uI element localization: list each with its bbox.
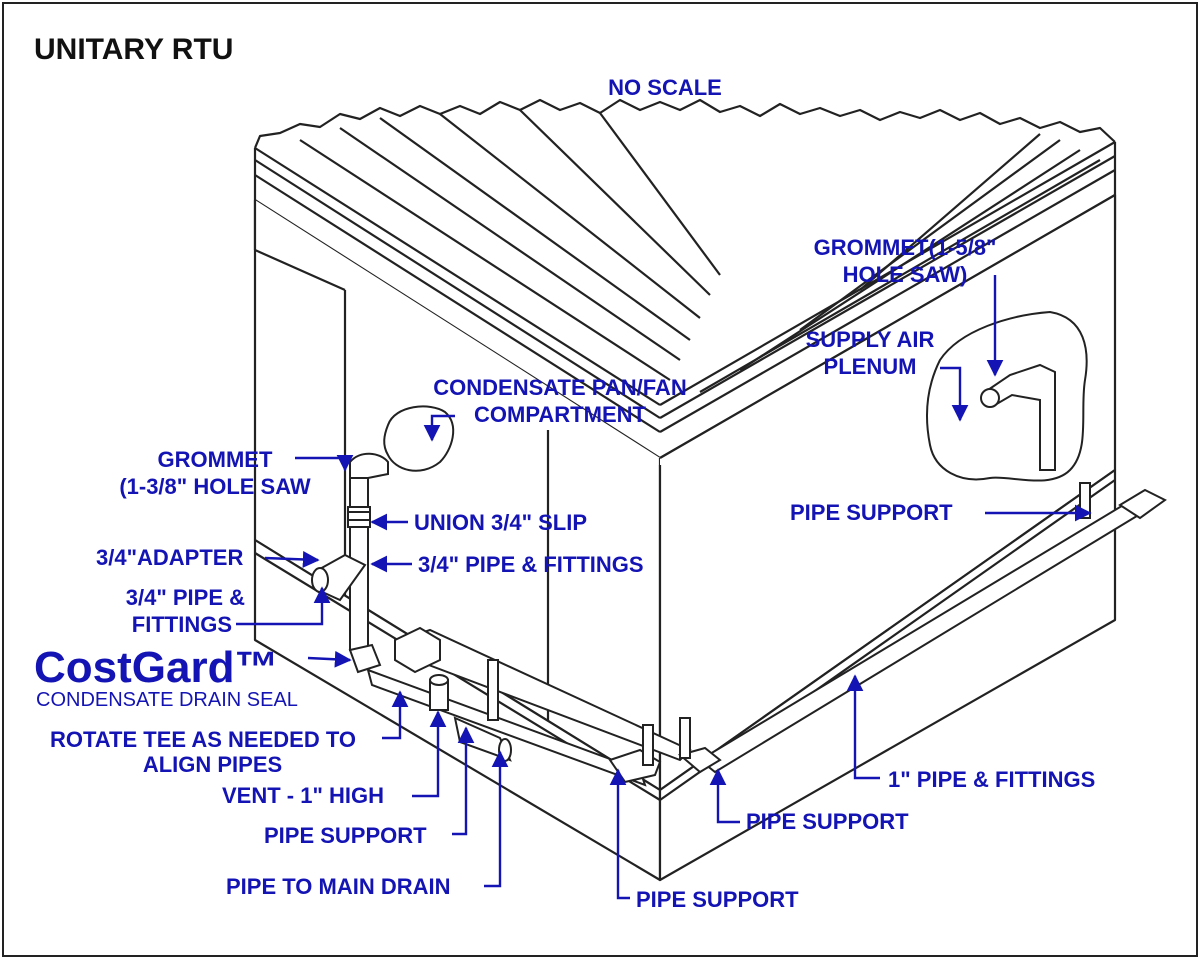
pipe-support-left-label: PIPE SUPPORT <box>264 823 427 848</box>
leaders <box>236 275 1092 900</box>
pipe-support-right-label: PIPE SUPPORT <box>790 500 953 525</box>
grommet-left-label-1: GROMMET <box>157 447 273 472</box>
union-label: UNION 3/4" SLIP <box>414 510 588 535</box>
condensate-pan-label-1: CONDENSATE PAN/FAN <box>433 375 687 400</box>
rotate-tee-label-2: ALIGN PIPES <box>142 752 283 777</box>
left-cutaway <box>383 405 455 472</box>
pipe-fittings-left-label-1: 3/4" PIPE & <box>125 585 245 610</box>
supply-air-label-1: SUPPLY AIR <box>805 327 935 352</box>
pipe-fittings-left-label-2: FITTINGS <box>131 612 232 637</box>
adapter-label: 3/4"ADAPTER <box>96 545 244 570</box>
brand-name: CostGard™ <box>34 643 279 692</box>
vent-label: VENT - 1" HIGH <box>222 783 385 808</box>
condensate-pan-label-2: COMPARTMENT <box>474 402 646 427</box>
grommet-top-label-1: GROMMET(1-5/8" <box>813 235 997 260</box>
pipe-fittings-mid-label: 3/4" PIPE & FITTINGS <box>418 552 644 577</box>
pipe-support-bottom-label: PIPE SUPPORT <box>636 887 799 912</box>
grommet-top-label-2: HOLE SAW) <box>842 262 968 287</box>
roof-top <box>253 98 1116 149</box>
supply-air-label-2: PLENUM <box>823 354 917 379</box>
scale-note: NO SCALE <box>608 75 722 100</box>
diagram-title: UNITARY RTU <box>34 33 234 66</box>
pipe-to-main-label: PIPE TO MAIN DRAIN <box>226 874 451 899</box>
rotate-tee-label-1: ROTATE TEE AS NEEDED TO <box>50 727 356 752</box>
brand-subtitle: CONDENSATE DRAIN SEAL <box>36 689 298 711</box>
pipe-support-corner-label: PIPE SUPPORT <box>746 809 909 834</box>
one-inch-pipe-label: 1" PIPE & FITTINGS <box>888 767 1096 792</box>
rtu-unit <box>253 98 1117 882</box>
base-curb-right <box>658 468 1117 882</box>
grommet-left-label-2: (1-3/8" HOLE SAW <box>119 474 311 499</box>
